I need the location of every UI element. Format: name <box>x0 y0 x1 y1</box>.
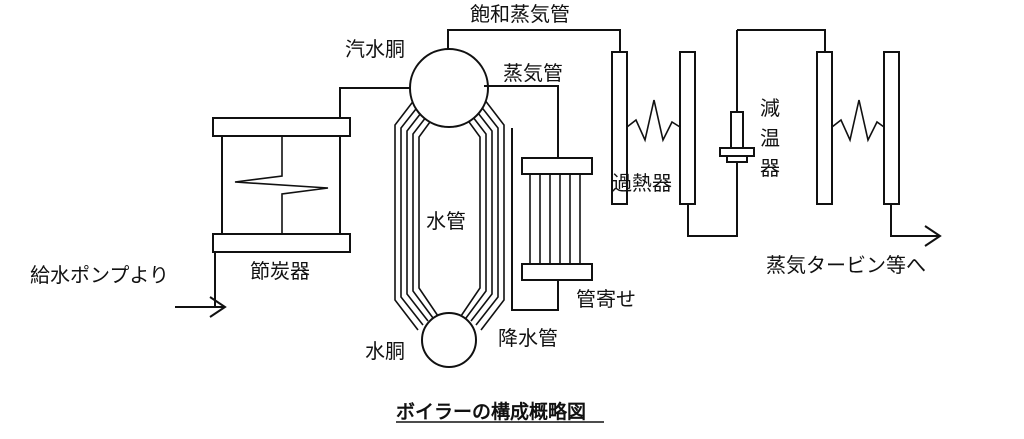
water-drum <box>421 312 477 368</box>
saturated-steam-pipe-line <box>447 29 621 52</box>
label-economizer: 節炭器 <box>250 259 310 283</box>
diagram-caption: ボイラーの構成概略図 <box>396 400 586 423</box>
label-desuperheater-3: 器 <box>760 156 780 180</box>
downcomer-line <box>511 128 559 311</box>
label-desuperheater-1: 減 <box>760 96 780 120</box>
economizer-outlet-pipe <box>339 87 420 118</box>
label-feed-from-pump: 給水ポンプより <box>30 263 169 287</box>
label-saturated-steam-pipe: 飽和蒸気管 <box>470 2 570 26</box>
label-desuperheater-2: 温 <box>760 126 780 150</box>
label-superheater: 過熱器 <box>612 171 672 195</box>
desuperheater-unit <box>719 30 755 163</box>
superheater-outlet-pipe <box>687 160 738 237</box>
superheater-2 <box>816 51 900 205</box>
label-to-turbine: 蒸気タービン等へ <box>766 253 926 277</box>
label-steam-drum: 汽水胴 <box>345 37 405 61</box>
turbine-outlet-pipe <box>890 204 940 237</box>
feedwater-arrowhead <box>209 296 227 318</box>
label-water-drum: 水胴 <box>365 339 405 363</box>
water-tube-bundle <box>394 94 505 331</box>
label-downcomer: 降水管 <box>498 326 558 350</box>
steam-drum <box>409 48 489 128</box>
economizer <box>212 117 351 253</box>
desuperheater-outlet-pipe <box>737 29 826 52</box>
label-steam-pipe: 蒸気管 <box>503 61 563 85</box>
label-header: 管寄せ <box>576 287 636 311</box>
label-water-tube: 水管 <box>426 209 466 233</box>
steam-pipe-line <box>484 85 559 158</box>
turbine-arrowhead <box>924 225 942 247</box>
superheater <box>611 51 696 205</box>
header-unit <box>521 157 593 281</box>
